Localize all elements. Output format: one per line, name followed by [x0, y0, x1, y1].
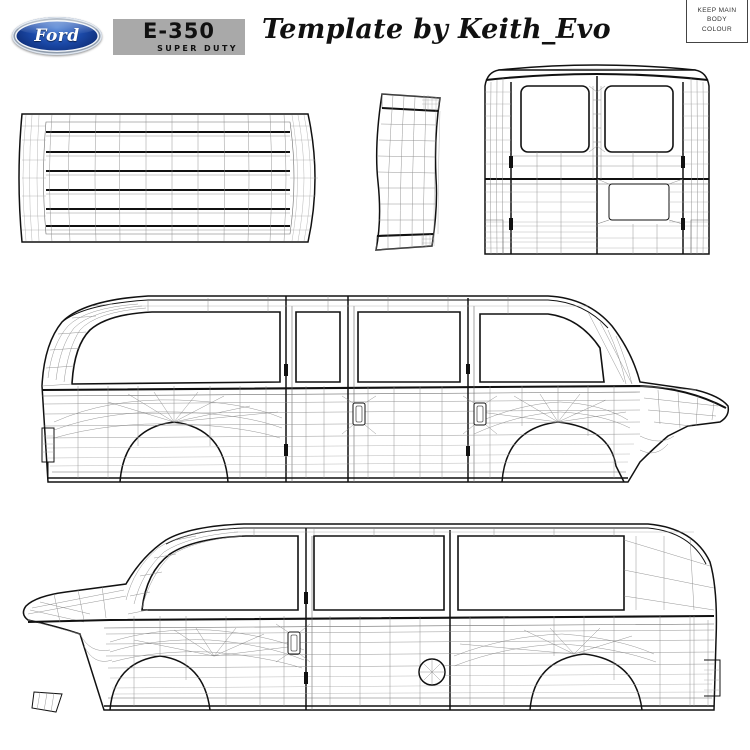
- view-side-driver: [14, 510, 726, 732]
- ford-logo: Ford: [12, 17, 102, 55]
- keep-body-colour-note: KEEP MAIN BODY COLOUR: [686, 0, 748, 43]
- rear-tail: [639, 385, 719, 454]
- view-front-hood: [368, 86, 458, 258]
- driver-front-fender-mesh: [109, 627, 305, 669]
- driver-windshield-mesh: [125, 527, 243, 615]
- driver-hood-mesh: [27, 585, 127, 662]
- side-body-mesh-h: [43, 399, 641, 467]
- hood-mesh-vertical: [387, 94, 427, 249]
- template-credit-title: Template by Keith_Evo: [262, 14, 611, 45]
- door-handle-front: [341, 395, 377, 435]
- driver-rear-fender-mesh: [453, 627, 657, 667]
- rear-fender-mesh: [473, 393, 631, 435]
- rear-door-hinges: [509, 156, 685, 230]
- driver-door-hinges: [304, 592, 308, 684]
- rear-center-post: [592, 86, 602, 179]
- roof-mesh-vertical: [49, 113, 287, 243]
- view-roof: [8, 100, 328, 256]
- roof-body: [18, 113, 318, 243]
- front-bumper: [41, 427, 55, 482]
- driver-door-handle: [275, 623, 311, 663]
- rear-upper-mesh: [511, 152, 683, 179]
- detached-panel-sliver: [30, 690, 70, 716]
- hood-mesh-horizontal: [377, 123, 438, 221]
- rear-lower-mesh: [485, 179, 709, 254]
- driver-rear-pillar-mesh: [623, 536, 715, 611]
- rear-windows: [520, 85, 674, 153]
- hood-cap-hatch: [421, 95, 440, 247]
- fuel-filler-cap: [418, 658, 446, 686]
- side-passenger-body: [41, 295, 730, 483]
- model-badge-text: E-350: [143, 18, 215, 43]
- rear-pillar-mesh-side: [587, 311, 633, 385]
- model-badge: E-350 SUPER DUTY: [113, 19, 245, 55]
- door-hinges-side: [284, 364, 470, 456]
- driver-roof-rail-mesh: [234, 528, 694, 536]
- rear-pillar-mesh: [485, 77, 709, 255]
- front-fender-mesh: [53, 391, 283, 439]
- roof-rail-mesh: [138, 296, 588, 314]
- driver-body-mesh-h: [105, 629, 715, 695]
- door-handles: [341, 395, 498, 435]
- rear-body: [484, 64, 710, 255]
- header: Ford E-350 SUPER DUTY Template by Keith_…: [0, 0, 750, 62]
- note-line-2: BODY: [706, 16, 728, 24]
- roof-ribs: [46, 130, 290, 231]
- ford-wordmark: Ford: [34, 26, 80, 46]
- hood-body: [375, 93, 441, 251]
- side-windows: [71, 311, 605, 385]
- note-line-3: COLOUR: [701, 25, 733, 33]
- driver-body-mesh-v: [133, 616, 691, 706]
- view-side-passenger: [28, 286, 734, 504]
- windshield-mesh: [41, 303, 147, 387]
- driver-rear-end: [693, 616, 721, 706]
- door-handle-rear: [462, 395, 498, 435]
- model-badge-sublabel: SUPER DUTY: [157, 44, 238, 53]
- view-rear: [481, 56, 713, 258]
- side-driver-windows: [141, 535, 625, 611]
- roof-corner-mesh: [22, 125, 318, 231]
- note-line-1: KEEP MAIN: [697, 6, 737, 14]
- side-driver-body: [22, 523, 721, 711]
